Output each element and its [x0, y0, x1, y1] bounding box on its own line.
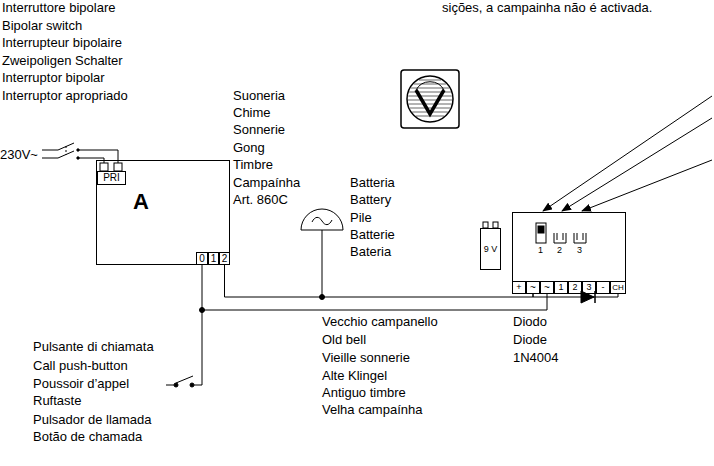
label-text: Poussoir d’appel	[33, 376, 129, 391]
terminal-label: ~	[544, 283, 550, 293]
label-text: Pulsante di chiamata	[33, 339, 154, 354]
terminal: 2	[219, 252, 230, 265]
terminal-label: PRI	[103, 173, 120, 183]
label-text: Vieille sonnerie	[322, 350, 410, 365]
terminal: 2	[568, 281, 582, 294]
label-text: Vecchio campanello	[322, 314, 438, 329]
chime-symbol	[301, 209, 343, 300]
signal-arrows	[543, 96, 712, 211]
label-text: Campaínha	[233, 175, 300, 190]
label-text: Bipolar switch	[2, 18, 82, 33]
terminal-label: 3	[586, 283, 591, 292]
battery-body: 9 V	[480, 228, 501, 270]
label-text: Sonnerie	[233, 122, 285, 137]
label-text: Gong	[233, 140, 265, 155]
chime-unit-icon	[401, 70, 459, 128]
bipolar-switch	[42, 143, 122, 171]
terminal: ~	[526, 281, 540, 294]
terminal-label: CH	[612, 284, 624, 292]
terminal: ~	[540, 281, 554, 294]
label-text: sições, a campainha não é activada.	[442, 0, 652, 15]
terminal: 0	[196, 252, 208, 265]
label-text: Call push-button	[33, 358, 128, 373]
label-text: Botão de chamada	[33, 429, 142, 444]
label-text: Velha campaínha	[322, 402, 422, 417]
label-text: Old bell	[322, 332, 366, 347]
label-text: Timbre	[233, 157, 273, 172]
label-text: Diodo	[513, 314, 547, 329]
label-text: Diode	[513, 332, 547, 347]
label-text: Antiguo timbre	[322, 385, 406, 400]
terminal: 1	[554, 281, 568, 294]
label-text: 230V~	[0, 147, 38, 162]
label-text: Suoneria	[233, 88, 285, 103]
switch-number: 3	[577, 245, 582, 255]
terminal-label: 9 V	[484, 245, 498, 254]
push-button	[166, 265, 547, 387]
terminal-label: 0	[199, 254, 205, 264]
label-text: Battery	[350, 192, 391, 207]
label-text: Pile	[350, 210, 372, 225]
dip-switches	[536, 223, 586, 243]
module-box: A PRI 012	[96, 160, 230, 265]
terminal: +	[512, 281, 526, 294]
label-text: Chime	[233, 105, 271, 120]
switch-number: 1	[538, 245, 543, 255]
label-text: Interruptor bipolar	[2, 70, 105, 85]
label-text: Art. 860C	[233, 192, 288, 207]
receiver-box: +~~123-CH	[512, 212, 626, 294]
terminal: 1	[208, 252, 219, 265]
label-text: 1N4004	[513, 350, 559, 365]
terminal-label: 2	[222, 254, 228, 264]
label-text: Bateria	[350, 244, 391, 259]
label-text: Ruftaste	[33, 393, 81, 408]
terminal-label: 2	[572, 283, 577, 292]
label-text: Pulsador de llamada	[33, 412, 152, 427]
label-text: Interrupteur bipolaire	[2, 35, 122, 50]
label-text: Interruttore bipolare	[2, 0, 115, 15]
label-text: Interruptor apropriado	[2, 88, 128, 103]
terminal-block: PRI	[97, 171, 126, 185]
terminal-label: ~	[530, 283, 536, 293]
terminal-label: +	[516, 283, 521, 292]
terminal-label: -	[602, 283, 605, 292]
label-text: Batteria	[350, 175, 395, 190]
module-letter: A	[133, 189, 149, 214]
terminal: 3	[582, 281, 596, 294]
terminal-label: 1	[558, 283, 563, 292]
terminal: CH	[610, 281, 626, 294]
terminal-label: 1	[211, 254, 217, 264]
terminal: -	[596, 281, 610, 294]
switch-number: 2	[557, 245, 562, 255]
wire	[533, 294, 618, 297]
label-text: Batterie	[350, 227, 395, 242]
label-text: Zweipoligen Schalter	[2, 53, 123, 68]
label-text: Alte Klingel	[322, 368, 387, 383]
